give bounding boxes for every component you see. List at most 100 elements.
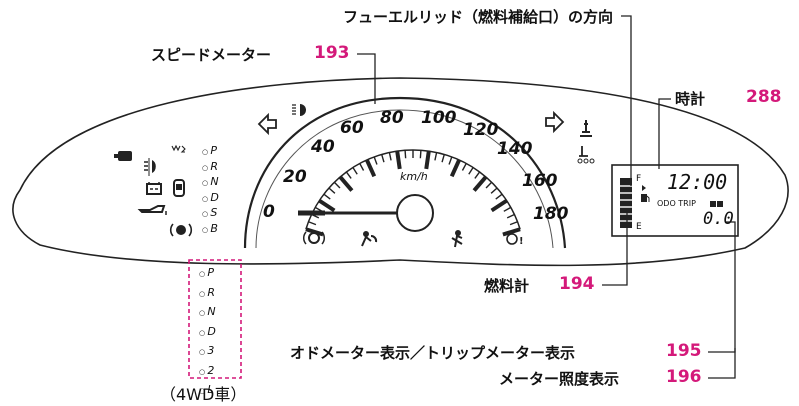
shift-indicator: ○ P ○ R ○ N ○ D ○ S ○ B <box>202 143 219 236</box>
callout-fuel-lid-label: フューエルリッド（燃料補給口）の方向 <box>343 8 614 26</box>
speed-minor-tick <box>506 213 515 219</box>
speed-scale <box>305 149 521 237</box>
speed-minor-tick <box>461 163 467 171</box>
speed-minor-tick <box>345 171 352 179</box>
speed-minor-tick <box>468 167 474 175</box>
door-open-icon <box>173 179 185 197</box>
speed-tick-60: 60 <box>340 118 364 138</box>
svg-text:!: ! <box>519 236 524 247</box>
speed-major-tick <box>365 159 377 178</box>
speed-tick-180: 180 <box>533 204 569 224</box>
fuel-pump-icon <box>641 194 650 202</box>
speed-minor-tick <box>419 150 422 159</box>
lcd-clock: 12:00 <box>667 170 728 194</box>
speed-major-tick <box>449 159 461 178</box>
shift-n: ○ N <box>202 175 219 188</box>
lcd-fuel-empty: E <box>636 222 642 232</box>
shift-s: ○ S <box>202 206 218 219</box>
speed-major-tick <box>338 175 354 192</box>
speed-tick-40: 40 <box>311 137 335 157</box>
speed-unit: km/h <box>400 170 428 183</box>
speed-minor-tick <box>323 193 331 200</box>
leader-fuel-gauge <box>602 210 628 286</box>
headlight-indicator-icon <box>292 104 306 116</box>
speed-tick-120: 120 <box>463 120 499 140</box>
speed-major-tick <box>318 198 336 213</box>
speed-major-tick <box>490 198 508 213</box>
shift-4wd-3: ○ 3 <box>199 344 215 357</box>
parking-brake-icon <box>169 223 193 237</box>
callout-clock-label: 時計 <box>675 90 706 108</box>
speed-minor-tick <box>388 152 392 161</box>
airbag-warning-icon <box>361 231 378 247</box>
speed-major-tick <box>305 227 324 237</box>
callout-fuel-gauge-label: 燃料計 <box>484 277 530 295</box>
shift-4wd-caption: （4WD車） <box>160 385 247 404</box>
ecb-icon <box>171 144 186 153</box>
speed-minor-tick <box>448 156 453 165</box>
speed-minor-tick <box>359 163 365 171</box>
speed-minor-tick <box>373 156 378 165</box>
lcd-odo-value: 0.0 <box>703 209 734 229</box>
leader-illumination <box>708 348 736 379</box>
callout-speedometer-page: 193 <box>314 43 350 63</box>
callout-odo-trip-page: 195 <box>666 341 702 361</box>
speed-minor-tick <box>474 171 481 179</box>
shift-4wd-box <box>188 259 242 379</box>
lcd-fuel-full: F <box>636 174 642 184</box>
leader-speedometer <box>357 53 376 104</box>
speed-minor-tick <box>333 181 341 189</box>
speed-minor-tick <box>495 193 503 200</box>
shift-r: ○ R <box>202 159 218 173</box>
turn-right-icon <box>545 110 565 134</box>
meter-bezel <box>243 96 567 249</box>
brake-warning-icon <box>302 231 326 245</box>
speed-minor-tick <box>404 150 407 159</box>
callout-clock-page: 288 <box>746 87 782 107</box>
cruise-4wd-icon <box>577 146 595 164</box>
cluster-outline <box>12 77 789 267</box>
shift-b: ○ B <box>202 221 218 235</box>
leader-clock <box>658 98 671 169</box>
shift-4wd-n: ○ N <box>199 305 216 318</box>
speed-minor-tick <box>328 187 336 194</box>
shift-4wd-r: ○ R <box>199 285 215 299</box>
lcd-mode-label: ODO TRIP <box>657 199 696 208</box>
illumination-squares <box>710 201 723 207</box>
speed-major-tick <box>395 150 402 170</box>
oil-pressure-icon <box>137 205 167 215</box>
speed-tick-80: 80 <box>380 108 404 128</box>
speed-minor-tick <box>485 181 493 189</box>
speed-minor-tick <box>381 154 385 163</box>
leader-fuel-lid <box>621 15 632 186</box>
shift-4wd-l: ○ L <box>199 383 214 396</box>
engine-warning-icon <box>114 151 132 161</box>
turn-left-icon <box>257 112 277 136</box>
shift-4wd-p: ○ P <box>199 266 214 279</box>
shift-4wd-2: ○ 2 <box>199 363 215 377</box>
speed-minor-tick <box>441 154 445 163</box>
master-warning-icon: ! <box>506 233 524 247</box>
speed-major-tick <box>424 150 431 170</box>
shift-4wd-d: ○ D <box>199 324 216 338</box>
speed-minor-tick <box>434 152 438 161</box>
speed-major-tick <box>472 175 488 192</box>
leader-odo-trip <box>708 221 736 353</box>
fuel-bar <box>620 178 632 228</box>
speed-major-tick <box>502 227 521 237</box>
callout-speedometer-label: スピードメーター <box>151 46 272 64</box>
seatbelt-warning-icon <box>451 230 463 248</box>
shift-indicator-4wd: ○ P ○ R ○ N ○ D ○ 3 ○ 2 ○ L <box>199 263 216 400</box>
shift-p: ○ P <box>202 144 217 157</box>
coolant-temp-icon <box>580 120 592 137</box>
speed-tick-20: 20 <box>283 167 307 187</box>
speed-tick-100: 100 <box>421 108 457 128</box>
speed-minor-tick <box>490 187 498 194</box>
speed-minor-tick <box>352 167 358 175</box>
needle-hub <box>396 194 434 232</box>
speed-tick-140: 140 <box>497 139 533 159</box>
speed-tick-160: 160 <box>522 171 558 191</box>
speed-minor-tick <box>503 206 512 212</box>
speed-tick-0: 0 <box>263 202 275 222</box>
